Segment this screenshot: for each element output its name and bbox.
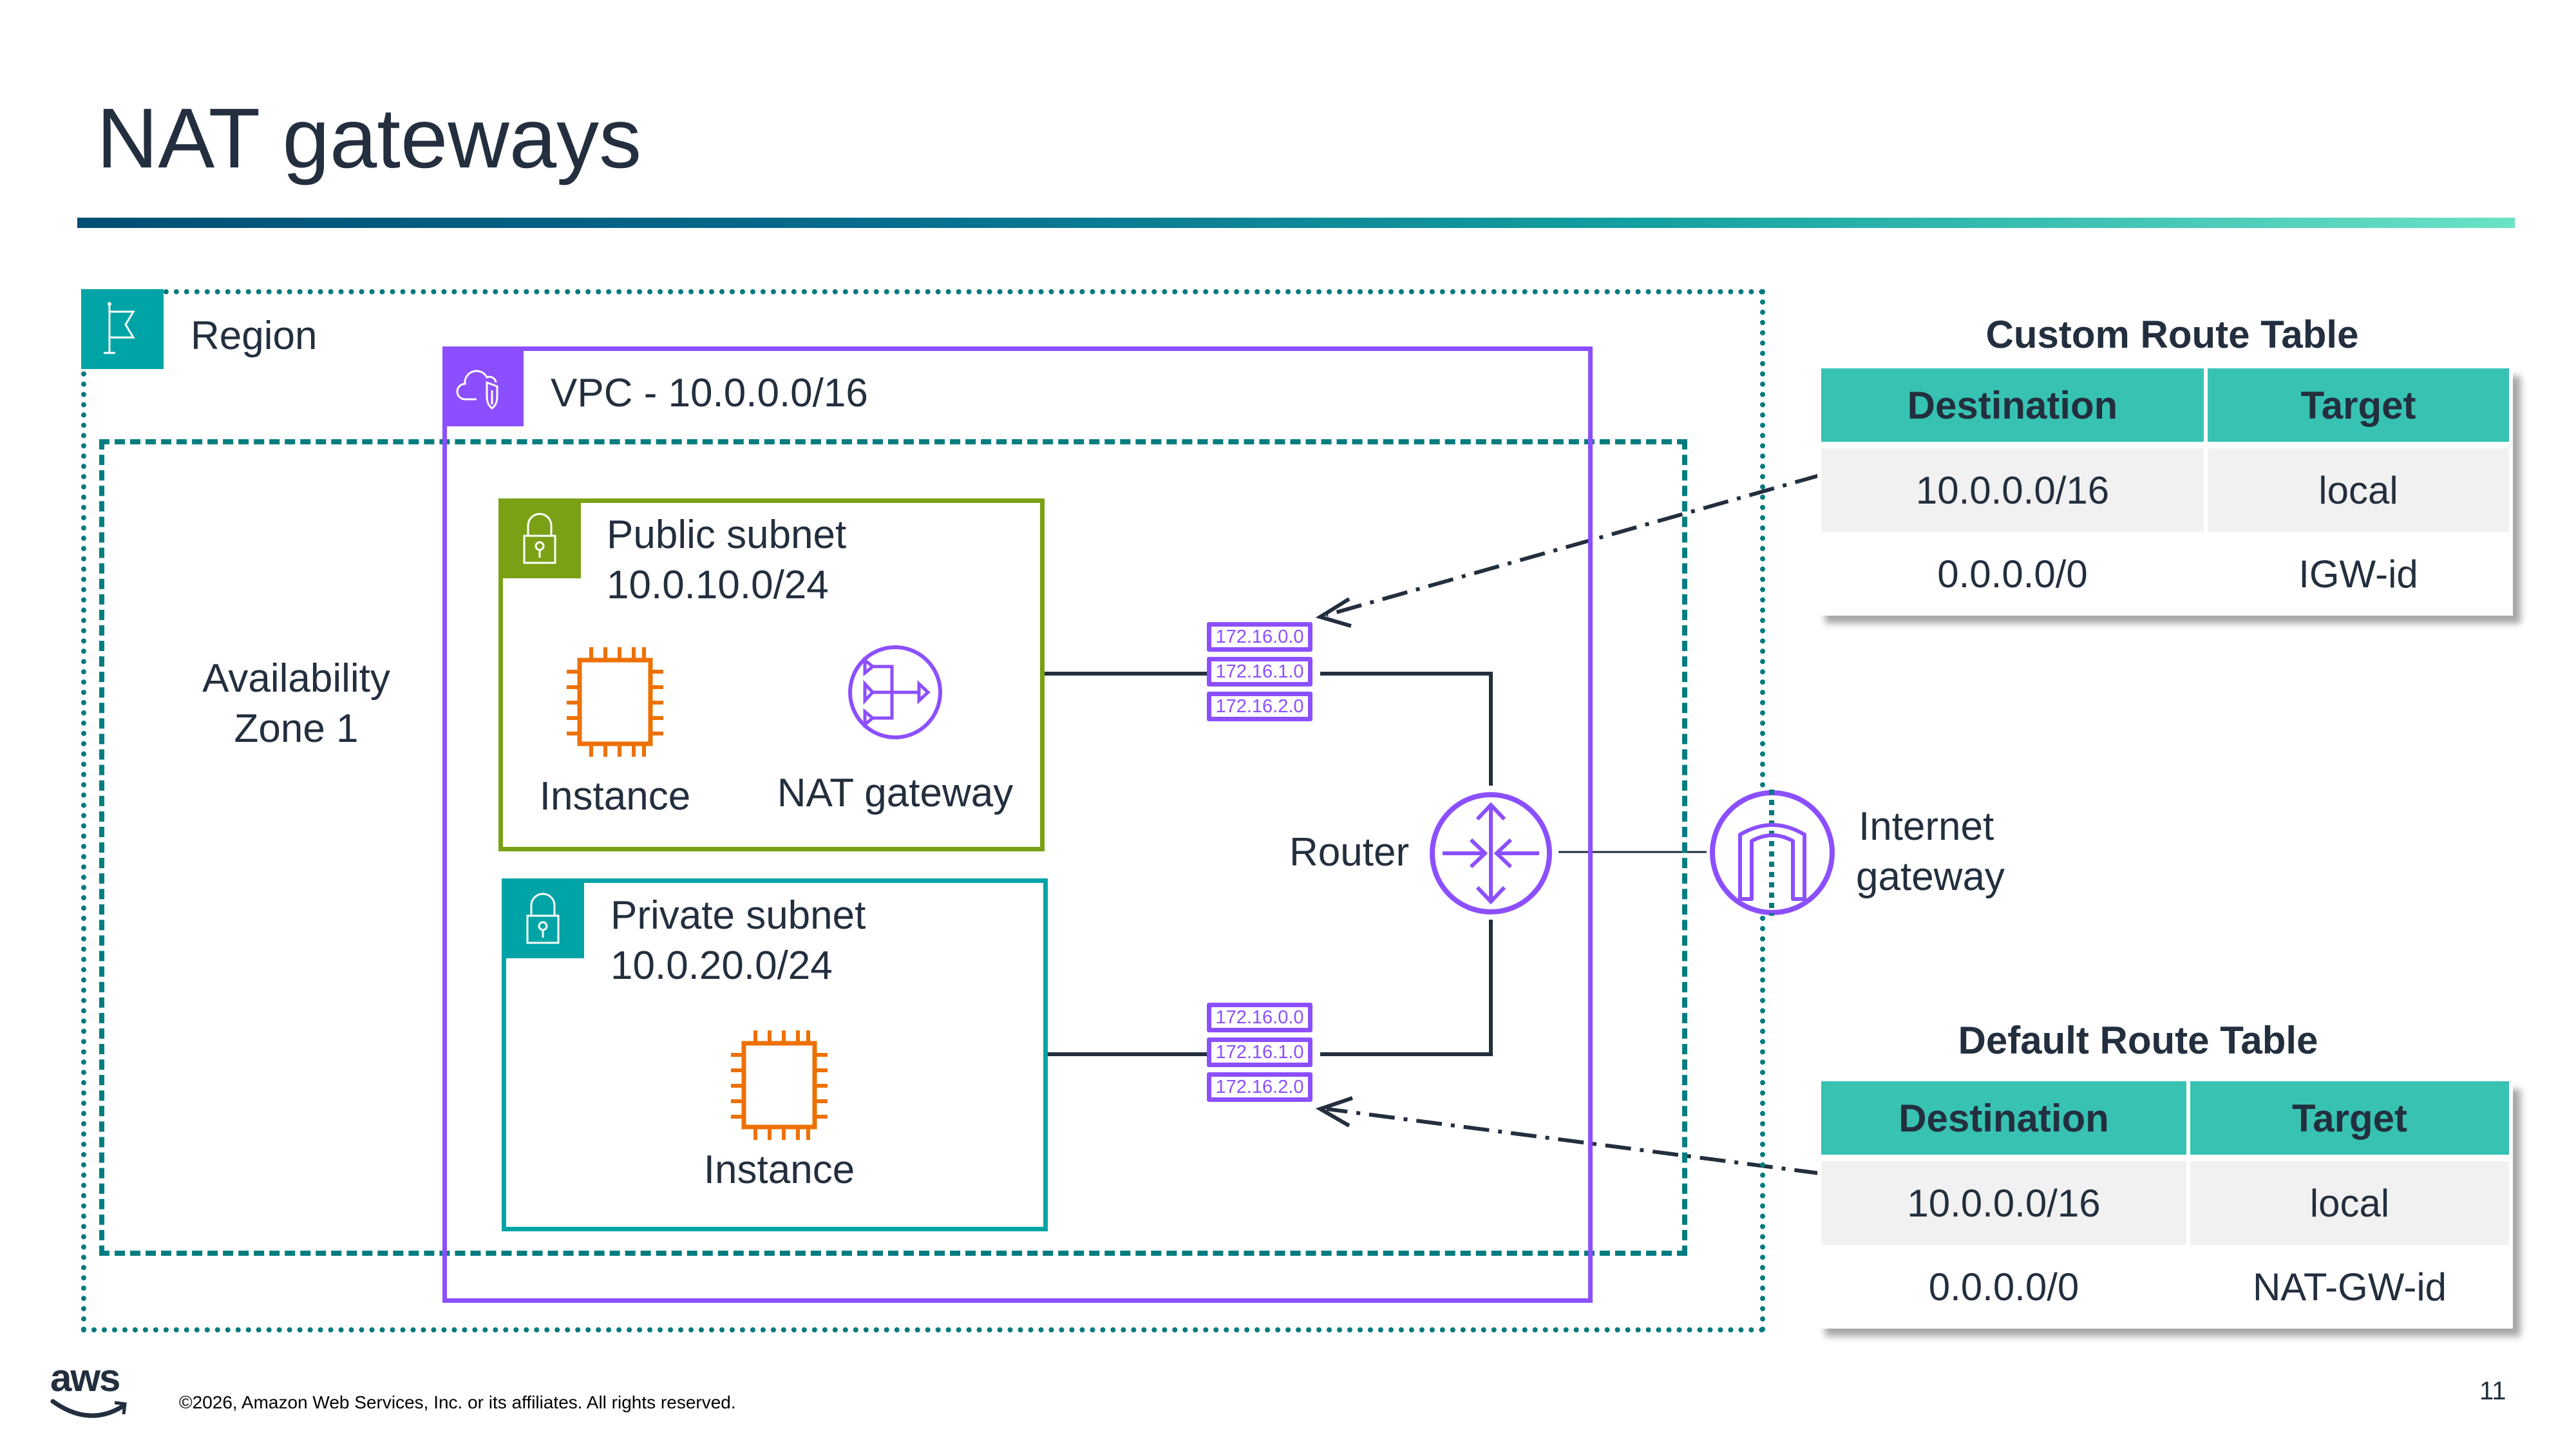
igw-label: Internet gateway bbox=[1856, 802, 2005, 902]
route-table-icon-lower: 172.16.0.0 172.16.1.0 172.16.2.0 bbox=[1207, 1003, 1312, 1107]
padlock-icon bbox=[502, 878, 584, 958]
az-label: Availability Zone 1 bbox=[174, 654, 419, 754]
ec2-chip-icon bbox=[731, 1030, 828, 1140]
default-route-table-title: Default Route Table bbox=[1958, 1019, 2318, 1062]
private-subnet-container bbox=[502, 878, 1048, 1231]
page-number: 11 bbox=[2479, 1377, 2506, 1405]
aws-logo-text: aws bbox=[50, 1356, 120, 1399]
route-table-icon-upper: 172.16.0.0 172.16.1.0 172.16.2.0 bbox=[1207, 622, 1312, 726]
availability-zone-container bbox=[99, 439, 1687, 1256]
ip-entry: 172.16.2.0 bbox=[1207, 1072, 1312, 1102]
custom-route-table-title: Custom Route Table bbox=[1985, 313, 2359, 356]
private-instance-label: Instance bbox=[703, 1148, 855, 1192]
vpc-label: VPC - 10.0.0.0/16 bbox=[551, 371, 868, 415]
table-row: 0.0.0.0/0 NAT-GW-id bbox=[1821, 1245, 2509, 1329]
cell-destination: 0.0.0.0/0 bbox=[1937, 552, 2088, 596]
ip-entry: 172.16.0.0 bbox=[1207, 622, 1312, 652]
router-icon bbox=[1430, 792, 1552, 914]
table-row: 10.0.0.0/16 local bbox=[1821, 1161, 2509, 1245]
flag-icon bbox=[81, 289, 164, 369]
custom-table-pointer-line bbox=[1326, 473, 1821, 617]
column-header-target: Target bbox=[2208, 368, 2509, 442]
custom-table-arrowhead bbox=[1315, 597, 1352, 628]
cell-destination: 0.0.0.0/0 bbox=[1928, 1265, 2079, 1309]
nat-gateway-label: NAT gateway bbox=[777, 771, 1014, 815]
internet-gateway-icon bbox=[1710, 790, 1835, 916]
ip-entry: 172.16.1.0 bbox=[1207, 657, 1312, 687]
router-label: Router bbox=[1289, 830, 1410, 875]
default-table-pointer-line bbox=[1326, 1107, 1821, 1175]
rt-lower-to-router-line bbox=[1320, 920, 1493, 1056]
ip-entry: 172.16.2.0 bbox=[1207, 692, 1312, 721]
az-label-line1: Availability bbox=[202, 656, 390, 701]
public-subnet-cidr: 10.0.10.0/24 bbox=[607, 563, 829, 607]
cell-target: local bbox=[2208, 448, 2509, 532]
table-row: 10.0.0.0/16 local bbox=[1821, 448, 2509, 532]
public-subnet-name: Public subnet bbox=[607, 513, 847, 557]
table-header-row: Destination Target bbox=[1821, 368, 2509, 442]
default-route-table: Destination Target 10.0.0.0/16 local 0.0… bbox=[1817, 1081, 2513, 1329]
public-subnet-container bbox=[498, 498, 1045, 851]
private-subnet-cidr: 10.0.20.0/24 bbox=[611, 943, 833, 988]
igw-label-line2: gateway bbox=[1856, 855, 2005, 899]
cell-destination: 10.0.0.0/16 bbox=[1821, 448, 2204, 532]
region-label: Region bbox=[191, 314, 317, 358]
private-subnet-name: Private subnet bbox=[611, 893, 866, 938]
cell-target: local bbox=[2190, 1161, 2509, 1245]
ec2-chip-icon bbox=[567, 647, 663, 757]
column-header-destination: Destination bbox=[1821, 368, 2204, 442]
aws-smile-icon bbox=[50, 1399, 127, 1418]
nat-gateway-icon bbox=[848, 645, 942, 739]
custom-route-table: Destination Target 10.0.0.0/16 local 0.0… bbox=[1817, 368, 2513, 616]
ip-entry: 172.16.0.0 bbox=[1207, 1003, 1312, 1032]
table-header-row: Destination Target bbox=[1821, 1081, 2509, 1155]
slide-title: NAT gateways bbox=[97, 91, 642, 185]
padlock-icon bbox=[498, 498, 581, 578]
ip-entry: 172.16.1.0 bbox=[1207, 1037, 1312, 1067]
column-header-target: Target bbox=[2190, 1081, 2509, 1155]
aws-logo: aws bbox=[50, 1359, 134, 1420]
copyright-text: ©2026, Amazon Web Services, Inc. or its … bbox=[179, 1392, 736, 1412]
rt-upper-to-router-line bbox=[1320, 672, 1493, 786]
column-header-destination: Destination bbox=[1821, 1081, 2186, 1155]
cell-target: IGW-id bbox=[2298, 552, 2418, 596]
title-underline-bar bbox=[77, 218, 2515, 228]
public-instance-label: Instance bbox=[539, 774, 691, 819]
cloud-shield-icon bbox=[442, 346, 524, 426]
cell-destination: 10.0.0.0/16 bbox=[1821, 1161, 2186, 1245]
az-label-line2: Zone 1 bbox=[234, 706, 359, 751]
default-table-arrowhead bbox=[1315, 1096, 1353, 1128]
igw-label-line1: Internet bbox=[1859, 804, 1994, 849]
vpc-container bbox=[442, 346, 1593, 1303]
table-row: 0.0.0.0/0 IGW-id bbox=[1821, 532, 2509, 616]
cell-target: NAT-GW-id bbox=[2252, 1265, 2447, 1309]
